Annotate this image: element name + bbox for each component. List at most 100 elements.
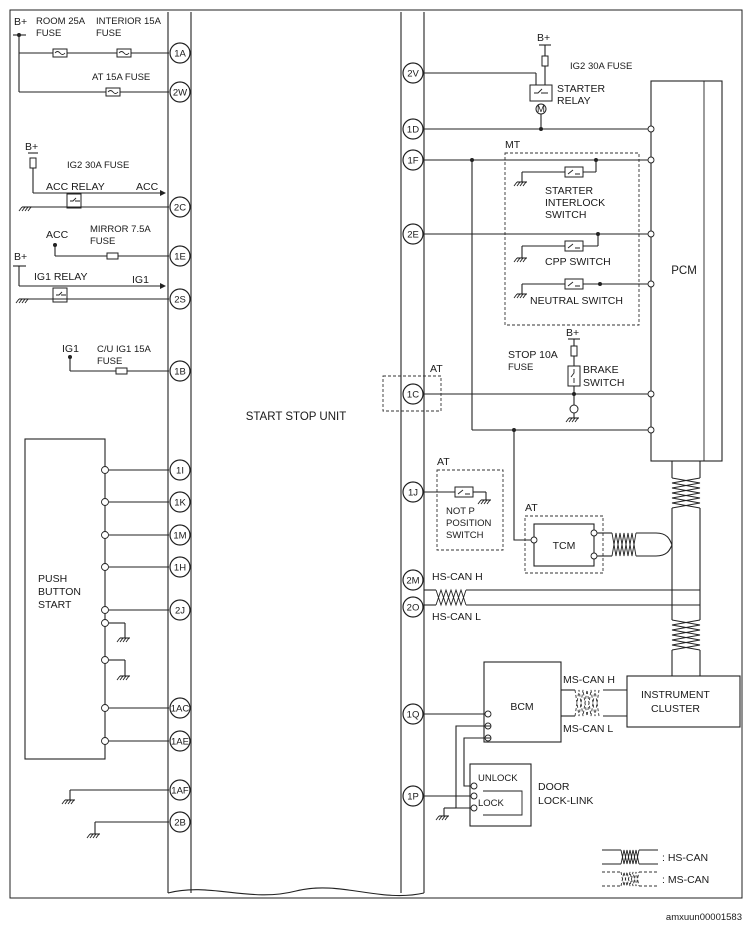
ms-can-twist [574, 689, 600, 717]
pin-1f [402, 149, 424, 171]
b-plus-label-3: B+ [14, 251, 27, 263]
fuse-element [107, 90, 119, 94]
left-pin-group: 1A 2W 2C 1E 2S 1B 1I 1K 1M 1H 2J 1AC 1AE… [169, 42, 191, 833]
stop-fuse-label: STOP 10A [508, 349, 558, 361]
pin-1e-label: 1E [174, 252, 186, 263]
pin-1f-label: 1F [407, 156, 418, 167]
pin-1q-label: 1Q [407, 710, 420, 721]
stop-fuse-label-2: FUSE [508, 362, 533, 373]
instrument-cluster-label-2: CLUSTER [651, 703, 700, 715]
pin-1b [169, 360, 191, 382]
ms-can-h-label: MS-CAN H [563, 674, 615, 686]
unlock-label: UNLOCK [478, 773, 518, 784]
pin-2j-label: 2J [175, 606, 185, 617]
pin-1d [402, 118, 424, 140]
pin-1k-label: 1K [174, 498, 186, 509]
connector-port [590, 529, 598, 537]
legend-hs-can-label: : HS-CAN [662, 852, 708, 864]
fuse-element [54, 51, 66, 55]
connector-port [484, 710, 492, 718]
wire-segment [636, 532, 673, 546]
starter-interlock-switch-icon [564, 166, 584, 178]
pin-1p-label: 1P [407, 792, 419, 803]
pin-1p [402, 785, 424, 807]
can-twist [671, 619, 701, 651]
pin-1ac-label: 1AC [171, 704, 190, 715]
pin-2m [402, 569, 424, 591]
connector-port [101, 704, 109, 712]
pin-1b-label: 1B [174, 367, 186, 378]
wire-segment [483, 790, 523, 816]
mt-group-box [504, 152, 640, 326]
connector-port [647, 390, 655, 398]
legend-twist [620, 849, 640, 865]
pin-1m [169, 524, 191, 546]
instrument-cluster-label-1: INSTRUMENT [641, 689, 710, 701]
pin-1m-label: 1M [173, 531, 186, 542]
pin-1i [169, 459, 191, 481]
brake-switch-label-1: BRAKE [583, 364, 619, 376]
connector-port [101, 606, 109, 614]
can-twist [611, 532, 637, 557]
cu-fuse-label: C/U IG1 15A [97, 344, 152, 355]
connector-port [101, 656, 109, 664]
switch-contact [567, 243, 580, 249]
at-label-tcm: AT [525, 502, 538, 514]
push-button-label-2: BUTTON [38, 586, 81, 598]
bcm-box [483, 661, 562, 743]
acc-relay-label: ACC RELAY [46, 181, 105, 193]
ig1-output-label: IG1 [132, 274, 149, 286]
connector-port [647, 156, 655, 164]
can-twist [435, 588, 467, 607]
connector-port [470, 792, 478, 800]
not-p-switch-icon [454, 486, 474, 498]
relay-contact [56, 291, 66, 296]
push-button-label-3: START [38, 599, 72, 611]
connector-port [101, 498, 109, 506]
instrument-cluster-box [626, 675, 741, 728]
connector-port [530, 536, 538, 544]
pin-2w [169, 81, 191, 103]
connector-port [101, 619, 109, 627]
not-p-label-3: SWITCH [446, 530, 484, 541]
ground-symbol [513, 181, 528, 187]
tcm-can-twist [611, 532, 637, 557]
mirror-fuse-label-2: FUSE [90, 236, 115, 247]
pin-1j [402, 481, 424, 503]
pin-1ae [169, 730, 191, 752]
connector-port [647, 280, 655, 288]
at-label-notp: AT [437, 456, 450, 468]
interior-fuse-label: INTERIOR 15A [96, 16, 162, 27]
ground-symbol [513, 257, 528, 263]
not-p-label-1: NOT P [446, 506, 475, 517]
cpp-switch-icon [564, 240, 584, 252]
pin-2s [169, 288, 191, 310]
connector-port [647, 230, 655, 238]
wire-tcm-can [513, 430, 531, 541]
starter-relay-label-1: STARTER [557, 83, 605, 95]
at-fuse-label: AT 15A FUSE [92, 72, 150, 83]
pin-1a-label: 1A [174, 49, 186, 60]
at-label-1c: AT [430, 363, 443, 375]
push-button-label-1: PUSH [38, 573, 67, 585]
ig2-fuse-label-left: IG2 30A FUSE [67, 160, 129, 171]
pin-1e [169, 245, 191, 267]
starter-motor-glyph: M [537, 104, 545, 115]
start-stop-unit-label: START STOP UNIT [246, 411, 347, 423]
tcm-box [533, 523, 595, 567]
pin-2j [169, 599, 191, 621]
push-button-start-box [24, 438, 106, 760]
legend-twist [620, 871, 640, 887]
pin-2e [402, 223, 424, 245]
arrow-head [160, 283, 166, 289]
ig2-fuse-label-right: IG2 30A FUSE [570, 61, 632, 72]
connector-port [647, 426, 655, 434]
pin-1ae-label: 1AE [171, 737, 189, 748]
wire-segment [636, 544, 673, 557]
brake-lamp-icon [569, 404, 579, 414]
lock-label: LOCK [478, 798, 505, 809]
legend-ms-can-swatch [620, 871, 640, 887]
arrow-head [160, 190, 166, 196]
ground-symbol [18, 206, 33, 212]
